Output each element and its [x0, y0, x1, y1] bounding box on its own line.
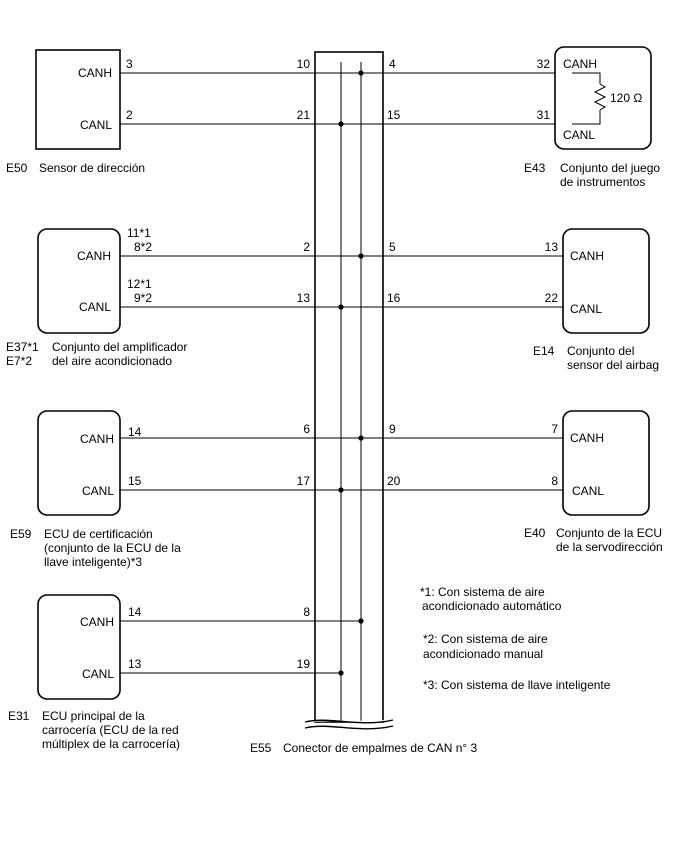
e14-pin-l: 22 [545, 291, 559, 305]
splice-dot-r1-h [358, 70, 364, 76]
note-2-line-1: *2: Con sistema de aire [423, 632, 548, 646]
e31-name-2: carrocería (ECU de la red [42, 723, 179, 737]
jpin-r3-l-left: 17 [297, 474, 311, 488]
e37-id-2: E7*2 [6, 354, 32, 368]
jpin-r2-h-left: 2 [303, 240, 310, 254]
e50-canl-label: CANL [80, 118, 112, 132]
component-e40: CANH CANL 7 8 [551, 410, 650, 516]
e59-pin-h: 14 [128, 425, 142, 439]
resistor-icon [593, 83, 607, 111]
break-mark [304, 719, 394, 724]
jpin-r1-l-right: 15 [387, 108, 401, 122]
splice-dot-r2-h [358, 253, 364, 259]
e37-pin-h-1: 11*1 [127, 226, 151, 240]
e59-canh-label: CANH [80, 432, 114, 446]
e43-canh-label: CANH [563, 57, 597, 71]
e43-pin-l: 31 [537, 108, 551, 122]
connector-id: E55 [250, 741, 272, 755]
e31-pin-h: 14 [128, 605, 142, 619]
e14-name-1: Conjunto del [567, 344, 634, 358]
e31-name-1: ECU principal de la [42, 709, 145, 723]
splice-dot-r3-l [338, 487, 344, 493]
e14-id: E14 [533, 344, 555, 358]
e14-name-2: sensor del airbag [567, 358, 659, 372]
e31-canl-label: CANL [82, 667, 114, 681]
e43-canl-label: CANL [563, 128, 595, 142]
e37-name-2: del aire acondicionado [52, 354, 172, 368]
e59-name-2: (conjunto de la ECU de la [44, 541, 181, 555]
e14-pin-h: 13 [545, 240, 559, 254]
e50-pin-l: 2 [126, 108, 133, 122]
component-e59: CANH CANL 14 15 [37, 410, 142, 516]
e50-id: E50 [6, 161, 28, 175]
e43-resistor-leads [572, 72, 601, 84]
jpin-r1-h-left: 10 [297, 57, 311, 71]
e50-name: Sensor de dirección [39, 161, 145, 175]
e14-canl-label: CANL [570, 302, 602, 316]
e43-resistor-leads-low [572, 110, 601, 125]
e59-name-3: llave inteligente)*3 [44, 555, 142, 569]
splice-dot-r1-l [338, 121, 344, 127]
e50-pin-h: 3 [126, 57, 133, 71]
component-e50: CANH CANL 3 2 [35, 49, 133, 150]
e40-canl-label: CANL [572, 484, 604, 498]
e37-canh-label: CANH [77, 249, 111, 263]
component-e43: CANH CANL 120 Ω 32 31 [537, 46, 652, 150]
jpin-r4-h-left: 8 [303, 605, 310, 619]
e40-id: E40 [524, 526, 546, 540]
note-3: *3: Con sistema de llave inteligente [423, 678, 611, 692]
e43-resistor-value: 120 Ω [610, 91, 642, 105]
e31-canh-label: CANH [80, 615, 114, 629]
e31-pin-l: 13 [128, 657, 142, 671]
component-e14: CANH CANL 13 22 [545, 228, 650, 334]
e43-name-2: de instrumentos [560, 175, 645, 189]
e43-id: E43 [524, 161, 546, 175]
e31-id: E31 [8, 709, 30, 723]
e40-pin-h: 7 [551, 422, 558, 436]
jpin-r3-h-left: 6 [303, 422, 310, 436]
connector-name: Conector de empalmes de CAN n° 3 [283, 741, 478, 755]
component-e31: CANH CANL 14 13 [37, 594, 142, 700]
note-2-line-2: acondicionado manual [423, 647, 543, 661]
jpin-r1-h-right: 4 [389, 57, 396, 71]
splice-dot-r4-l [338, 670, 344, 676]
e59-canl-label: CANL [82, 484, 114, 498]
footnotes: *1: Con sistema de aire acondicionado au… [420, 585, 611, 692]
e59-id: E59 [10, 527, 32, 541]
e43-pin-h: 32 [537, 57, 551, 71]
component-e37: CANH CANL 11*1 8*2 12*1 9*2 [37, 226, 152, 334]
splice-dot-r3-h [358, 435, 364, 441]
junction-connector-e55 [304, 51, 394, 730]
e31-name-3: múltiplex de la carrocería) [42, 737, 180, 751]
e59-name-1: ECU de certificación [44, 527, 153, 541]
e37-pin-l-2: 9*2 [134, 291, 152, 305]
jpin-r2-l-right: 16 [387, 291, 401, 305]
e37-canl-label: CANL [79, 300, 111, 314]
break-mark-2 [304, 725, 394, 730]
e37-pin-h-2: 8*2 [134, 240, 152, 254]
e50-canh-label: CANH [78, 66, 112, 80]
jpin-r2-l-left: 13 [297, 291, 311, 305]
note-1-line-1: *1: Con sistema de aire [420, 585, 545, 599]
jpin-r4-l-left: 19 [297, 657, 311, 671]
e40-name-1: Conjunto de la ECU [556, 526, 662, 540]
note-1-line-2: acondicionado automático [422, 599, 562, 613]
e37-id-1: E37*1 [6, 340, 39, 354]
jpin-r3-h-right: 9 [389, 422, 396, 436]
splice-dot-r2-l [338, 304, 344, 310]
e14-canh-label: CANH [570, 249, 604, 263]
splice-dot-r4-h [358, 618, 364, 624]
e43-name-1: Conjunto del juego [560, 161, 660, 175]
jpin-r1-l-left: 21 [297, 108, 311, 122]
e59-pin-l: 15 [128, 474, 142, 488]
e37-pin-l-1: 12*1 [127, 277, 152, 291]
e40-pin-l: 8 [551, 474, 558, 488]
e40-name-2: de la servodirección [556, 540, 663, 554]
e37-name-1: Conjunto del amplificador [52, 340, 187, 354]
jpin-r2-h-right: 5 [389, 240, 396, 254]
e40-canh-label: CANH [570, 431, 604, 445]
jpin-r3-l-right: 20 [387, 474, 401, 488]
